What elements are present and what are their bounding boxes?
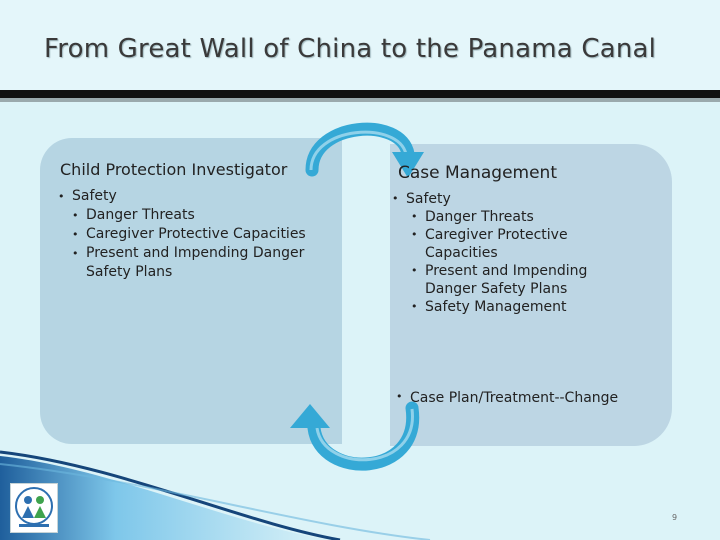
case-management-heading: Case Management: [398, 163, 557, 183]
list-item: Danger Threats: [72, 206, 338, 225]
case-plan-item: Case Plan/Treatment--Change: [396, 390, 618, 406]
list-item: Caregiver Protective Capacities: [411, 226, 622, 262]
slide-title: From Great Wall of China to the Panama C…: [44, 34, 657, 64]
list-item: Safety: [392, 190, 622, 208]
agency-logo: [10, 483, 58, 533]
list-item: Safety: [58, 187, 338, 206]
decorative-wave: [0, 450, 431, 540]
list-item: Present and Impending Danger Safety Plan…: [72, 244, 338, 282]
title-band: [0, 0, 720, 90]
investigator-list: Safety Danger Threats Caregiver Protecti…: [58, 187, 338, 282]
list-item: Safety Management: [411, 298, 622, 316]
list-item: Caregiver Protective Capacities: [72, 225, 338, 244]
list-item: Danger Threats: [411, 208, 622, 226]
cycle-arrow-bottom-icon: [290, 401, 420, 471]
list-item: Present and Impending Danger Safety Plan…: [411, 262, 622, 298]
case-management-list: Safety Danger Threats Caregiver Protecti…: [392, 190, 622, 316]
cycle-arrow-top-icon: [305, 122, 424, 178]
investigator-heading: Child Protection Investigator: [60, 160, 288, 179]
title-divider-shadow: [0, 98, 720, 102]
investigator-panel: [40, 138, 342, 444]
page-number: 9: [672, 513, 678, 522]
title-divider: [0, 90, 720, 98]
